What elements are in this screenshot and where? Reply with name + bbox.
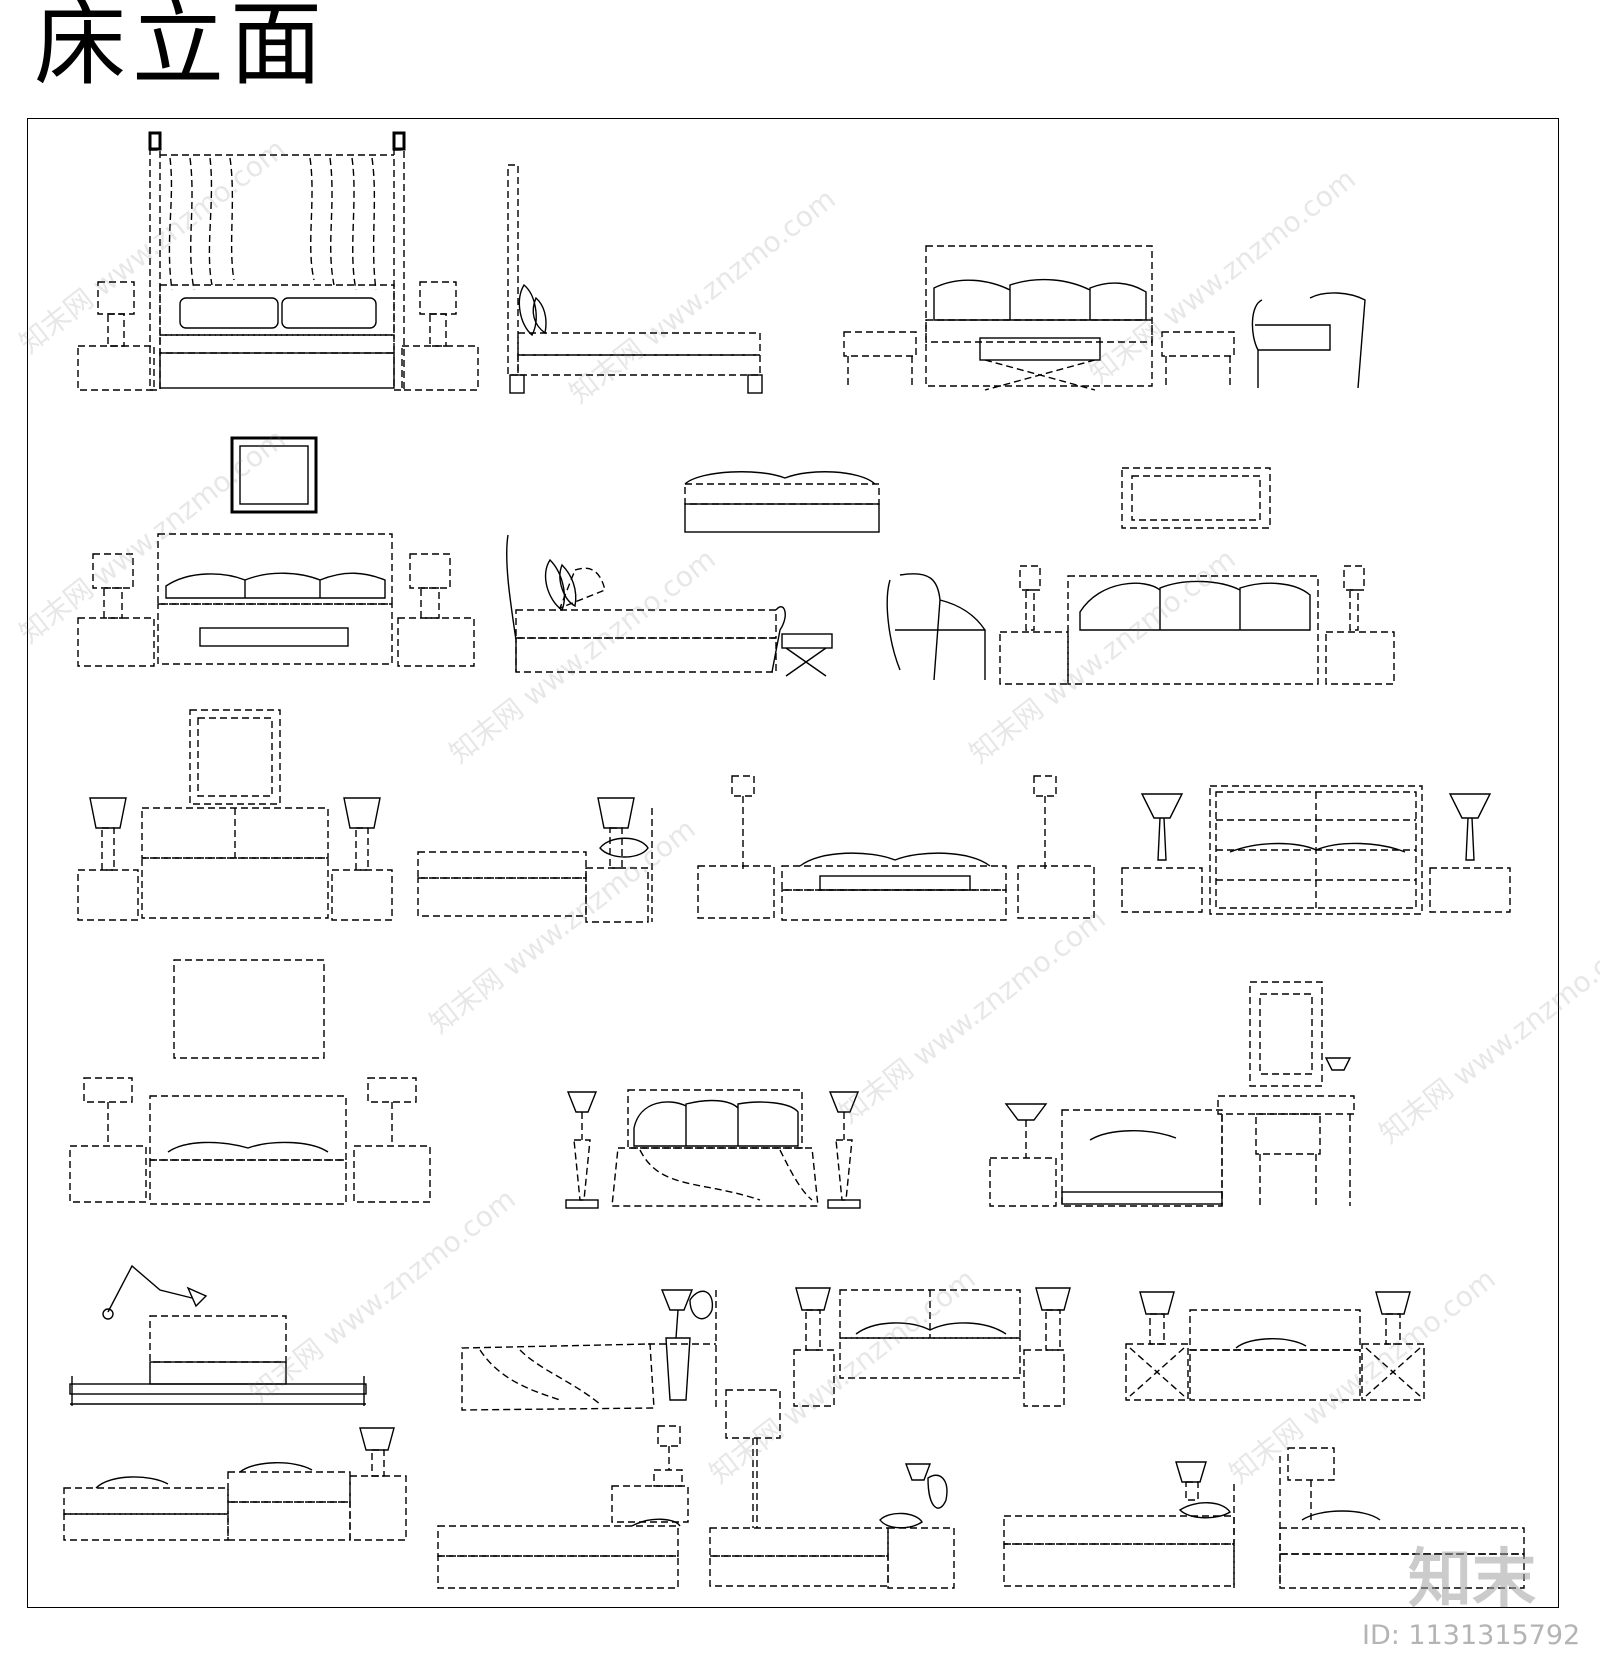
panel-headboard-bed-elevation bbox=[1121, 785, 1511, 915]
bed-with-mirror-elevation bbox=[77, 436, 475, 667]
canopy-bed-elevation bbox=[77, 131, 479, 391]
brand-logo: 知末 bbox=[1408, 1543, 1536, 1617]
image-id: ID: 1131315792 bbox=[1362, 1620, 1581, 1651]
upholstered-bed-elevation bbox=[77, 709, 393, 921]
twin-lamp-bed-elevation bbox=[793, 1287, 1071, 1407]
swing-arm-lamp-bed-elevation bbox=[69, 1264, 367, 1406]
floor-lamp-bed-elevation bbox=[697, 775, 1095, 921]
daybed-side-elevation bbox=[417, 797, 653, 923]
bench-bed-elevation bbox=[1279, 1447, 1525, 1589]
page-title: 床立面 bbox=[34, 0, 329, 98]
pillow-bed-side-elevation bbox=[1003, 1461, 1235, 1588]
draped-bed-elevation bbox=[565, 1089, 861, 1209]
drawing-frame bbox=[27, 118, 1559, 1608]
crossed-nightstand-bed-elevation bbox=[1125, 1291, 1425, 1401]
bed-with-large-frame-elevation bbox=[69, 959, 431, 1205]
four-poster-side-elevation bbox=[507, 164, 763, 394]
bed-with-armchair-elevation bbox=[843, 245, 1366, 391]
sleigh-bed-side-elevation bbox=[506, 534, 833, 677]
low-platform-beds-elevation bbox=[63, 1427, 407, 1541]
bed-with-vanity-desk-elevation bbox=[989, 981, 1355, 1207]
side-table-bed-elevation bbox=[437, 1425, 689, 1589]
tall-floor-lamp-bed-elevation bbox=[709, 1389, 955, 1589]
bed-with-artwork-and-armchair bbox=[886, 467, 1395, 685]
draped-side-bed-elevation bbox=[461, 1289, 717, 1411]
low-bed-elevation bbox=[684, 471, 880, 533]
